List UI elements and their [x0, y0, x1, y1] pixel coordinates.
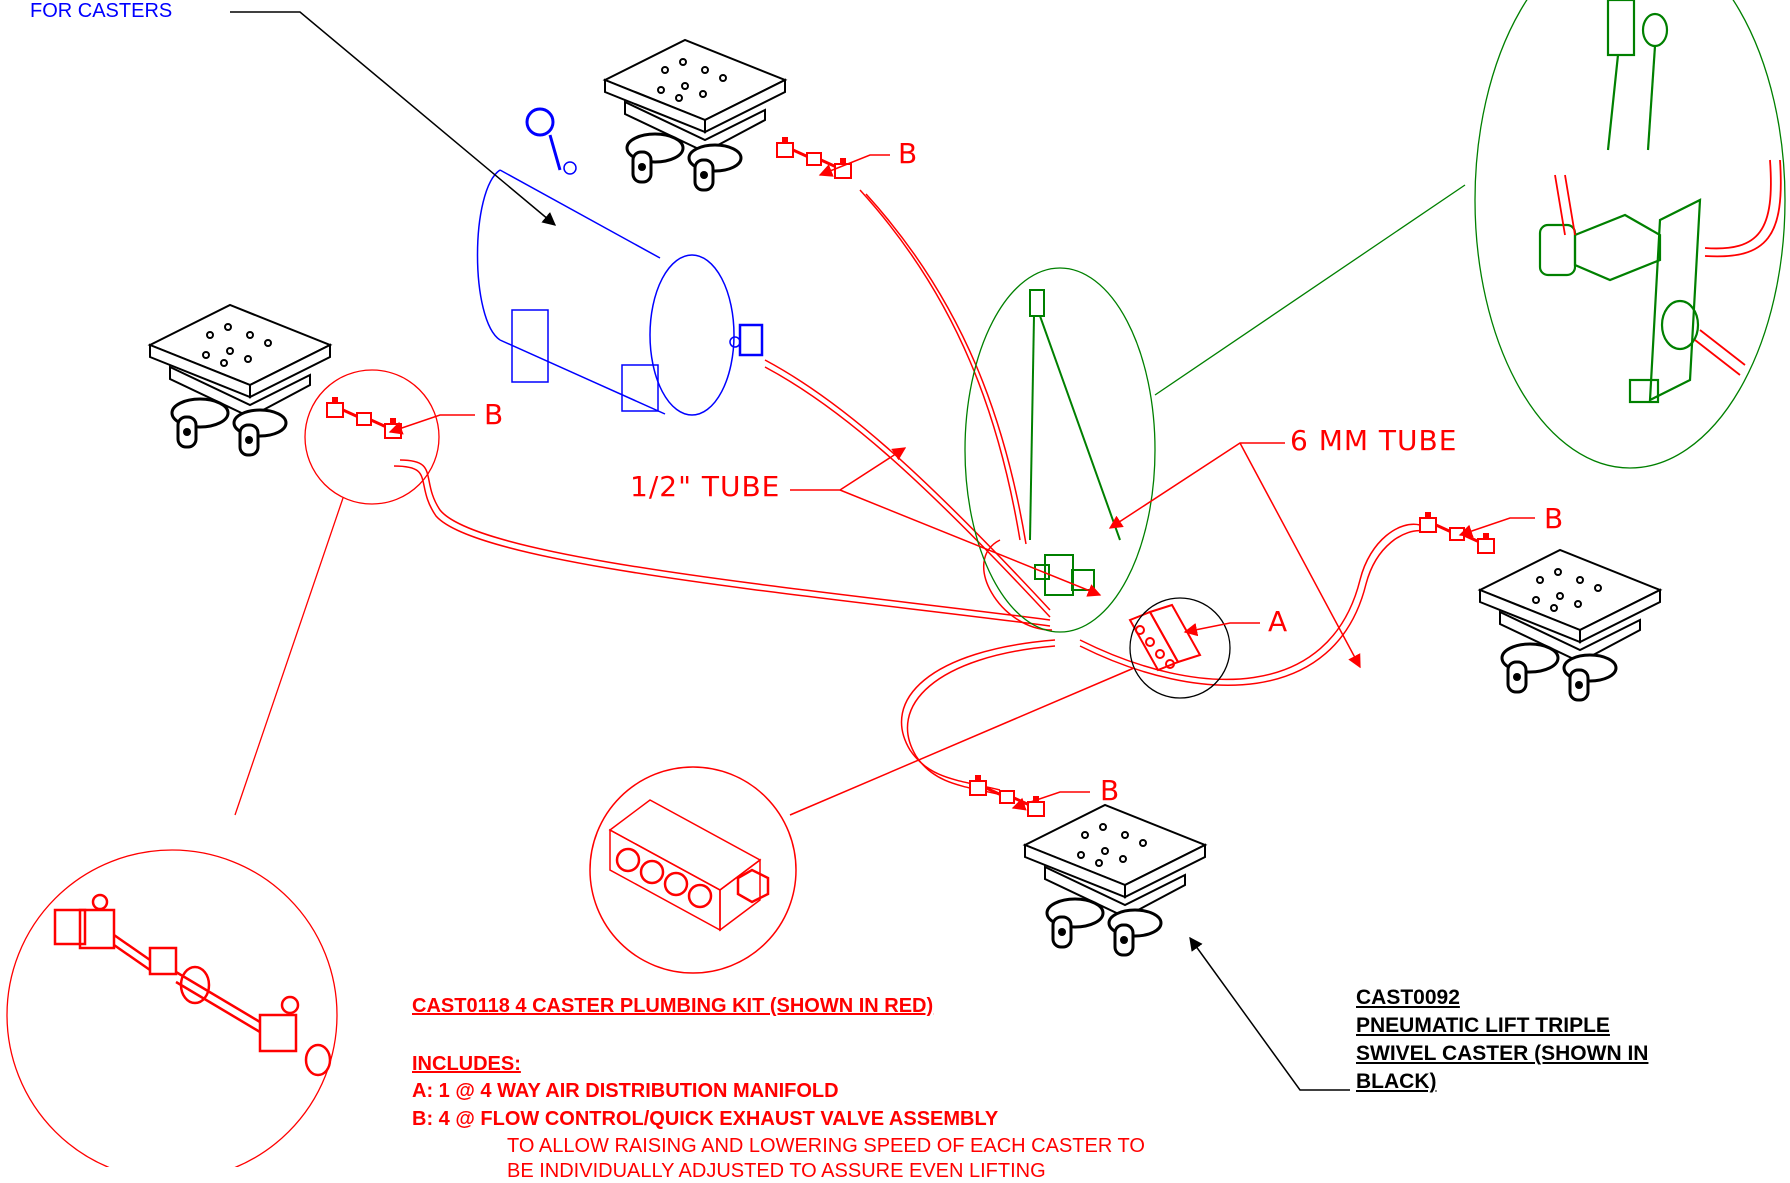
callout-b-top-label: B [898, 137, 919, 170]
caster-top [603, 38, 787, 192]
valve-b-callout [6, 369, 440, 1167]
control-valve [1029, 289, 1121, 596]
red-tubing [393, 189, 1425, 797]
callout-a-label: A [1268, 605, 1289, 638]
casters-note: FOR CASTERS [30, 0, 173, 22]
manifold-callout [1129, 597, 1231, 699]
kit-item-a: A: 1 @ 4 WAY AIR DISTRIBUTION MANIFOLD [412, 1080, 839, 1102]
caster-desc-line2: SWIVEL CASTER (SHOWN IN [1356, 1042, 1649, 1065]
leader-lines [230, 11, 1535, 1091]
caster-desc-line1: PNEUMATIC LIFT TRIPLE [1356, 1014, 1610, 1037]
callout-b-bottom-label: B [1100, 774, 1121, 807]
kit-includes: INCLUDES: [412, 1053, 521, 1075]
kit-title: CAST0118 4 CASTER PLUMBING KIT (SHOWN IN… [412, 995, 934, 1017]
caster-desc-line3: BLACK) [1356, 1070, 1437, 1093]
air-tank [476, 107, 764, 416]
callout-b-right-label: B [1544, 502, 1565, 535]
kit-item-b: B: 4 @ FLOW CONTROL/QUICK EXHAUST VALVE … [412, 1108, 999, 1130]
valve-b-bottom [968, 773, 1046, 818]
tube-6mm-label: 6 MM TUBE [1290, 424, 1458, 457]
valve-b-right [1418, 510, 1496, 555]
tube-half-inch-label: 1/2" TUBE [630, 470, 781, 503]
caster-bottom [1023, 803, 1207, 957]
kit-note-line2: BE INDIVIDUALLY ADJUSTED TO ASSURE EVEN … [507, 1160, 1046, 1182]
manifold-enlarged [589, 667, 1135, 974]
enlarged-tube [1554, 159, 1782, 376]
manifold-a [1128, 603, 1202, 672]
valve-b-left [325, 395, 403, 440]
valve-b-top [775, 135, 853, 180]
valve-b-enlarged [53, 893, 332, 1077]
caster-left [148, 303, 332, 457]
enlarged-valve [1538, 0, 1702, 404]
valve-detail-callout [964, 0, 1786, 633]
kit-note-line1: TO ALLOW RAISING AND LOWERING SPEED OF E… [507, 1135, 1145, 1157]
caster-part-number: CAST0092 [1356, 986, 1460, 1009]
callout-b-left-label: B [484, 398, 505, 431]
caster-right [1478, 548, 1662, 702]
